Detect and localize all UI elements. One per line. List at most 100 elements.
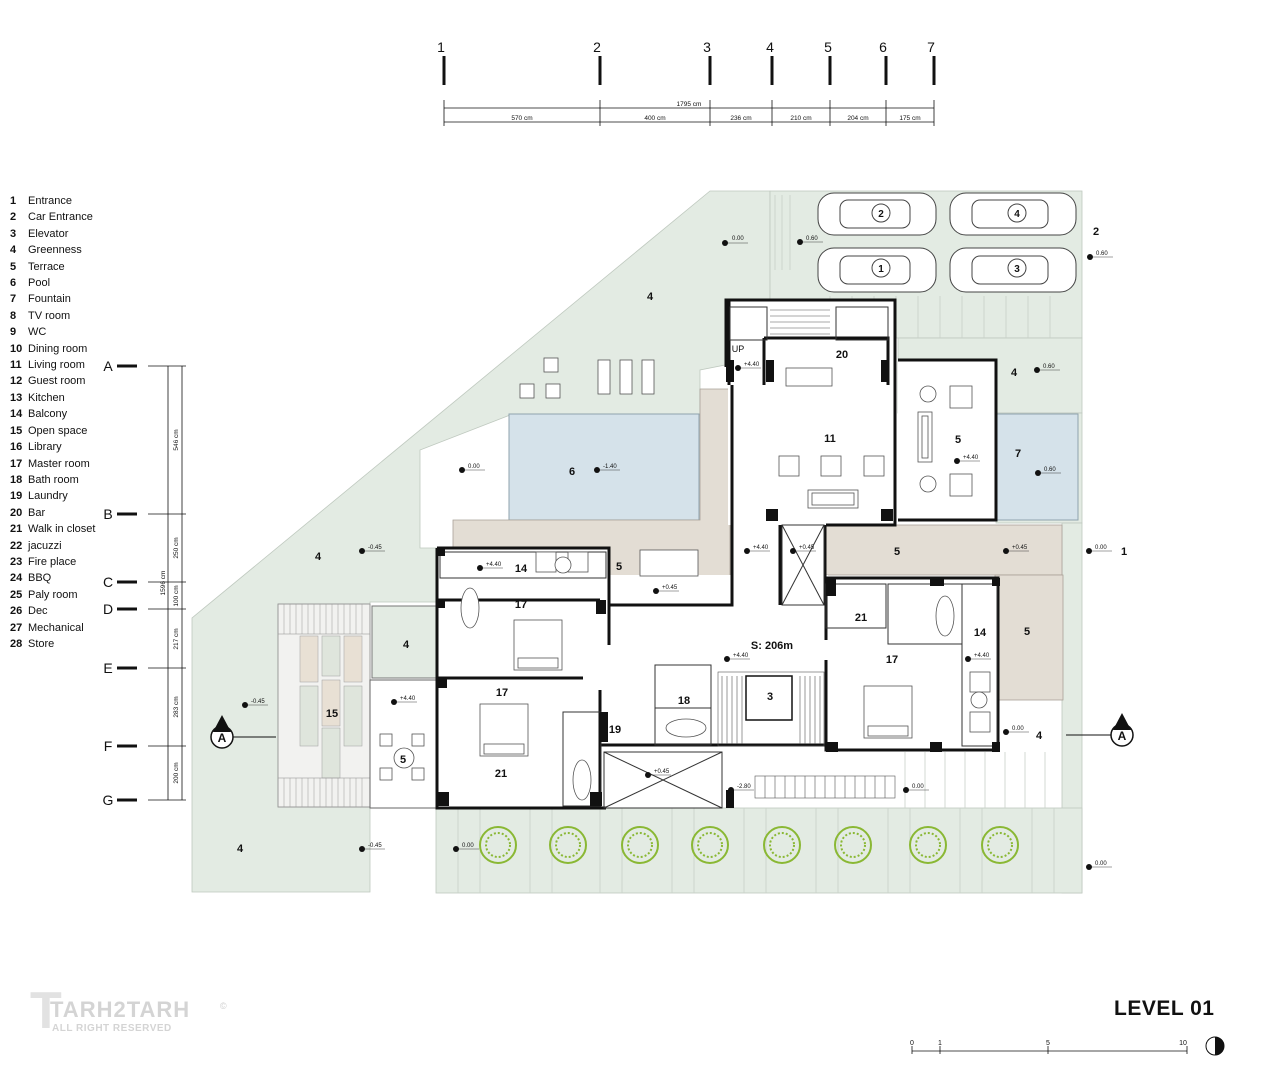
logo-mark-icon: T — [30, 982, 62, 1040]
grid-row-label: C — [103, 574, 113, 590]
elev-icon: -0.45 — [242, 699, 268, 708]
bedroom-furniture — [460, 551, 991, 801]
open-space-deck — [277, 603, 371, 808]
wall-thin — [439, 306, 998, 809]
svg-text:0.00: 0.00 — [1095, 861, 1107, 867]
elev-icon: +4.40 — [954, 455, 980, 464]
label-car-entrance: 2 — [1093, 226, 1099, 238]
dim-span: 100 cm — [173, 585, 180, 606]
elev-icon: +4.40 — [735, 362, 761, 371]
elev-icon: +0.45 — [653, 585, 679, 594]
dim-span: 250 cm — [173, 537, 180, 558]
label-terrace-mid: 5 — [894, 546, 900, 558]
grid-col-label: 7 — [927, 39, 935, 55]
svg-text:+4.40: +4.40 — [753, 545, 769, 551]
svg-text:0.60: 0.60 — [1043, 364, 1055, 370]
dim-span: 570 cm — [511, 115, 532, 122]
dim-span: 217 cm — [173, 628, 180, 649]
dim-span: 236 cm — [730, 115, 751, 122]
scale-bar-labels: 0 1 5 10 — [910, 1040, 1187, 1047]
car-labels: 2 4 1 3 — [878, 209, 1020, 275]
elev-icon: 0.60 — [797, 236, 823, 245]
svg-text:+4.40: +4.40 — [963, 455, 979, 461]
grid-row-label: G — [103, 792, 114, 808]
column-grid-labels: 1 2 3 4 5 6 7 — [437, 39, 935, 55]
elev-icon: 0.60 — [1035, 467, 1061, 476]
label-living: 11 — [824, 433, 836, 445]
room-labels: 6 7 11 20 5 4 4 4 4 4 4 14 5 5 5 17 17 1… — [237, 226, 1127, 855]
elev-icon: 0.60 — [1087, 251, 1113, 260]
label-terrace-tv: 5 — [955, 434, 961, 446]
dim-span: 204 cm — [847, 115, 868, 122]
svg-text:0.00: 0.00 — [1012, 726, 1024, 732]
label-balcony-left: 14 — [515, 563, 528, 575]
label-entrance: 1 — [1121, 546, 1127, 558]
elev-icon: -0.45 — [359, 843, 385, 852]
dim-span: 283 cm — [173, 696, 180, 717]
svg-text:-2.80: -2.80 — [737, 784, 751, 790]
label-master-lower: 17 — [496, 687, 508, 699]
svg-text:0.00: 0.00 — [462, 843, 474, 849]
grid-col-label: 2 — [593, 39, 601, 55]
label-bath: 18 — [678, 695, 690, 707]
svg-text:-0.45: -0.45 — [368, 545, 382, 551]
row-dimensions: 1596 cm 546 cm 250 cm 100 cm 217 cm 283 … — [160, 429, 180, 783]
label-master-left: 17 — [515, 599, 527, 611]
scale-tick: 0 — [910, 1040, 914, 1047]
outdoor-furniture — [379, 357, 655, 781]
svg-text:-1.40: -1.40 — [603, 464, 617, 470]
svg-text:+4.40: +4.40 — [400, 696, 416, 702]
stairs — [717, 309, 896, 799]
label-open-space: 15 — [326, 708, 338, 720]
dim-span: 400 cm — [644, 115, 665, 122]
dim-span: 200 cm — [173, 762, 180, 783]
car-label: 1 — [878, 264, 884, 275]
dim-span: 175 cm — [899, 115, 920, 122]
label-green-left: 4 — [315, 551, 322, 563]
car-label: 3 — [1014, 264, 1020, 275]
elev-icon: 0.00 — [1003, 726, 1029, 735]
label-green-bottom-left: 4 — [237, 843, 244, 855]
grid-col-label: 5 — [824, 39, 832, 55]
grid-col-label: 6 — [879, 39, 887, 55]
watermark-logo: T TARH2TARH ALL RIGHT RESERVED © — [30, 985, 230, 1055]
trees — [479, 826, 1019, 864]
label-elevator: 3 — [767, 691, 773, 703]
row-grid-lines — [117, 364, 186, 802]
elev-icon: 0.00 — [459, 464, 485, 473]
scale-bar — [911, 1046, 1188, 1054]
label-master-right: 17 — [886, 654, 898, 666]
grid-col-label: 1 — [437, 39, 445, 55]
dim-total: 1596 cm — [160, 571, 167, 596]
grid-row-label: B — [103, 506, 112, 522]
label-green-top: 4 — [647, 291, 654, 303]
label-green-right-bottom: 4 — [1036, 730, 1043, 742]
north-icon — [1205, 1036, 1225, 1056]
grid-row-label: A — [103, 358, 113, 374]
deck-terrace — [369, 679, 439, 809]
column-dimensions: 1795 cm 570 cm 400 cm 236 cm 210 cm 204 … — [511, 101, 920, 122]
svg-text:0.60: 0.60 — [806, 236, 818, 242]
fountain — [995, 413, 1079, 521]
section-label-left: A — [218, 731, 227, 745]
dim-span: 210 cm — [790, 115, 811, 122]
section-label-right: A — [1118, 729, 1127, 743]
label-terrace-right: 5 — [1024, 626, 1030, 638]
